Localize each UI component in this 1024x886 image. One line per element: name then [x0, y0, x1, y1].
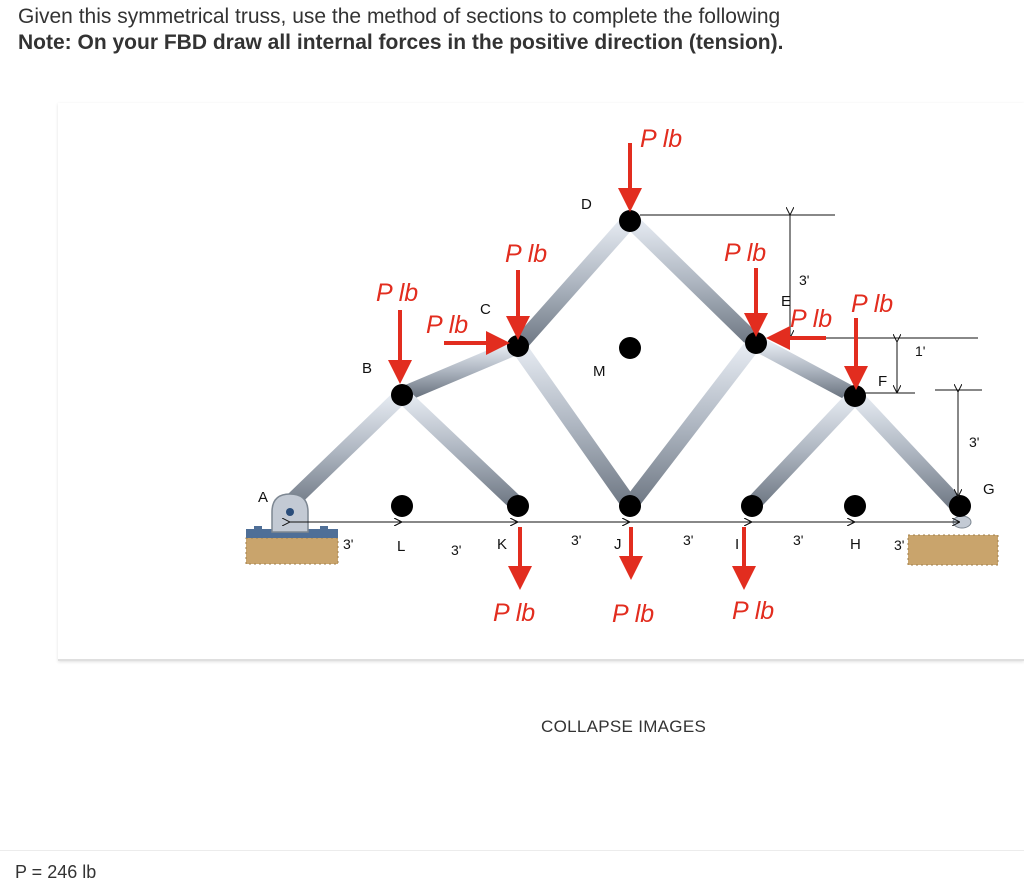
right-ground-speckle: [907, 534, 999, 566]
member-EF: [748, 335, 863, 404]
node-label-B: B: [362, 360, 372, 377]
member-JE: [622, 338, 760, 513]
node-label-K: K: [497, 536, 507, 553]
joint-K: [507, 495, 529, 517]
joint-H: [844, 495, 866, 517]
member-CD: [510, 212, 638, 354]
node-label-F: F: [878, 373, 887, 390]
joint-M: [619, 337, 641, 359]
joint-C: [507, 335, 529, 357]
member-BK: [394, 387, 526, 513]
dim-label-height-step: 1': [915, 343, 925, 359]
left-ground: [246, 538, 338, 564]
load-label-B: P lb: [376, 279, 418, 307]
load-label-F: P lb: [851, 290, 893, 318]
member-IF: [744, 388, 863, 513]
truss-joints: [391, 210, 971, 517]
pin-hole-A: [286, 508, 294, 516]
problem-note: Note: On your FBD draw all internal forc…: [18, 31, 784, 54]
joint-B: [391, 384, 413, 406]
member-CJ: [510, 338, 638, 513]
dim-label-IH: 3': [793, 532, 803, 548]
dim-label-KJ: 3': [571, 532, 581, 548]
dim-label-height-top: 3': [799, 272, 809, 288]
load-arrows: [388, 143, 868, 590]
member-DE: [622, 212, 764, 351]
node-label-I: I: [735, 536, 739, 553]
truss-figure[interactable]: P lb P lb P lb P lb P lb P lb P lb P lb …: [58, 103, 1024, 661]
node-label-L: L: [397, 538, 405, 555]
left-base-plate: [246, 529, 338, 538]
given-p-value: P = 246 lb: [15, 862, 97, 882]
node-label-M: M: [593, 363, 606, 380]
dim-label-height-end: 3': [969, 434, 979, 450]
joint-I: [741, 495, 763, 517]
node-label-G: G: [983, 481, 995, 498]
dim-label-LK: 3': [451, 542, 461, 558]
joint-D: [619, 210, 641, 232]
node-label-D: D: [581, 196, 592, 213]
load-label-J: P lb: [612, 600, 654, 628]
joint-L: [391, 495, 413, 517]
right-ground: [908, 535, 998, 565]
node-label-H: H: [850, 536, 861, 553]
node-label-C: C: [480, 301, 491, 318]
left-bolt-1: [254, 526, 262, 530]
truss-members: [277, 212, 968, 516]
dim-label-AL: 3': [343, 536, 353, 552]
load-label-C: P lb: [505, 240, 547, 268]
divider: [0, 850, 1024, 851]
collapse-images-button[interactable]: COLLAPSE IMAGES: [541, 717, 707, 736]
node-label-J: J: [614, 536, 622, 553]
member-AB: [277, 387, 410, 516]
node-label-A: A: [258, 489, 268, 506]
member-BC: [394, 338, 526, 403]
joint-G: [949, 495, 971, 517]
joint-J: [619, 495, 641, 517]
dim-label-JI: 3': [683, 532, 693, 548]
joint-E: [745, 332, 767, 354]
load-label-D: P lb: [640, 125, 682, 153]
load-label-E: P lb: [724, 239, 766, 267]
load-label-E-horizontal: P lb: [790, 305, 832, 333]
joint-F: [844, 385, 866, 407]
load-label-I: P lb: [732, 597, 774, 625]
dim-label-HG: 3': [894, 537, 904, 553]
left-bolt-2: [320, 526, 328, 530]
load-label-K: P lb: [493, 599, 535, 627]
load-label-C-horizontal: P lb: [426, 311, 468, 339]
node-label-E: E: [781, 293, 791, 310]
problem-statement: Given this symmetrical truss, use the me…: [18, 5, 781, 28]
member-FG: [847, 388, 968, 516]
